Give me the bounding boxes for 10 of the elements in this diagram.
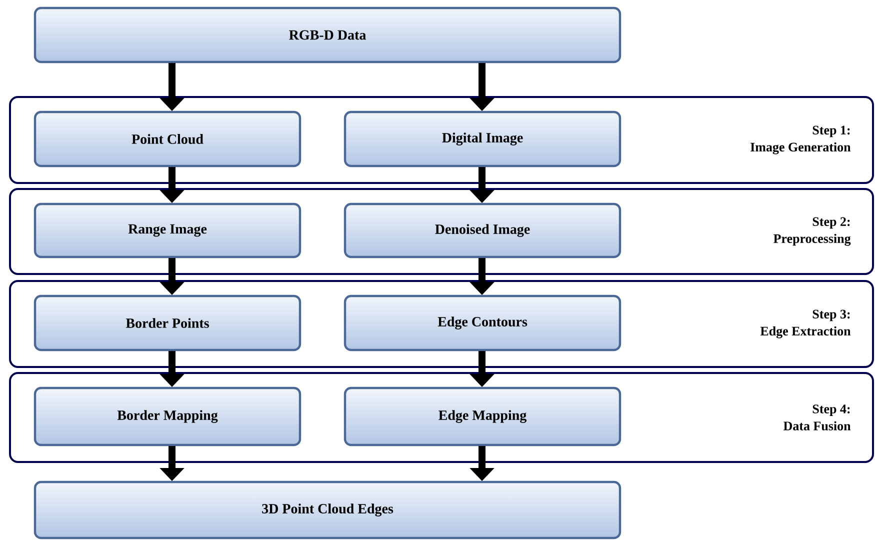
process-box: RGB-D Data bbox=[34, 6, 622, 64]
process-box: Range Image bbox=[34, 202, 302, 258]
process-box: Border Points bbox=[34, 294, 302, 352]
process-box: Point Cloud bbox=[34, 110, 302, 168]
process-box: Edge Contours bbox=[344, 294, 622, 352]
process-box: Border Mapping bbox=[34, 386, 302, 446]
process-box: 3D Point Cloud Edges bbox=[34, 480, 622, 540]
process-box: Digital Image bbox=[344, 110, 622, 168]
process-box: Edge Mapping bbox=[344, 386, 622, 446]
process-box: Denoised Image bbox=[344, 202, 622, 258]
